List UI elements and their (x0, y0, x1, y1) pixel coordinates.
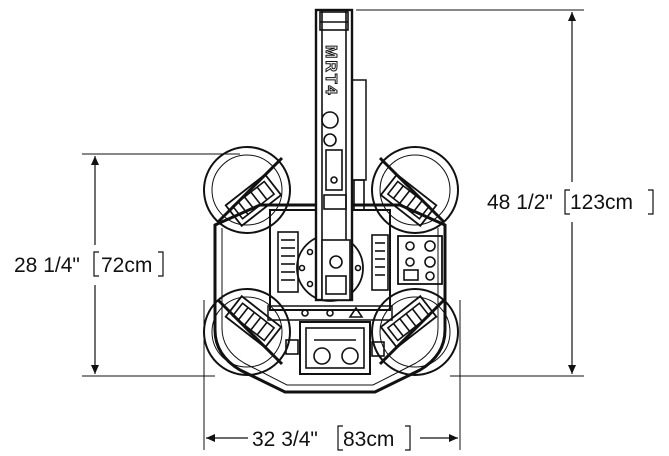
vacuum-pad-top-left (203, 146, 291, 234)
overall-height-metric-bracket (564, 189, 654, 215)
lower-control-box (299, 321, 371, 375)
pad-height-imperial: 28 1/4" (14, 254, 80, 277)
overall-height-metric: 123cm (570, 191, 633, 214)
width-imperial: 32 3/4" (252, 428, 318, 451)
pad-height-dimension (82, 153, 240, 377)
vacuum-pad-top-right (371, 146, 459, 234)
overall-height-dimension (356, 9, 584, 377)
vacuum-pad-bottom-left (203, 288, 291, 376)
width-metric-bracket (337, 425, 411, 451)
pad-height-metric: 72cm (101, 254, 152, 277)
mast-label: MRT4 (322, 45, 339, 97)
overall-height-imperial: 48 1/2" (487, 191, 553, 214)
width-metric: 83cm (343, 428, 394, 451)
width-dimension (203, 300, 461, 450)
vacuum-pad-bottom-right (371, 288, 459, 376)
control-panel (397, 235, 443, 285)
frame-loop (213, 203, 447, 394)
lifter-drawing (203, 8, 459, 394)
pad-height-metric-bracket (93, 251, 164, 277)
